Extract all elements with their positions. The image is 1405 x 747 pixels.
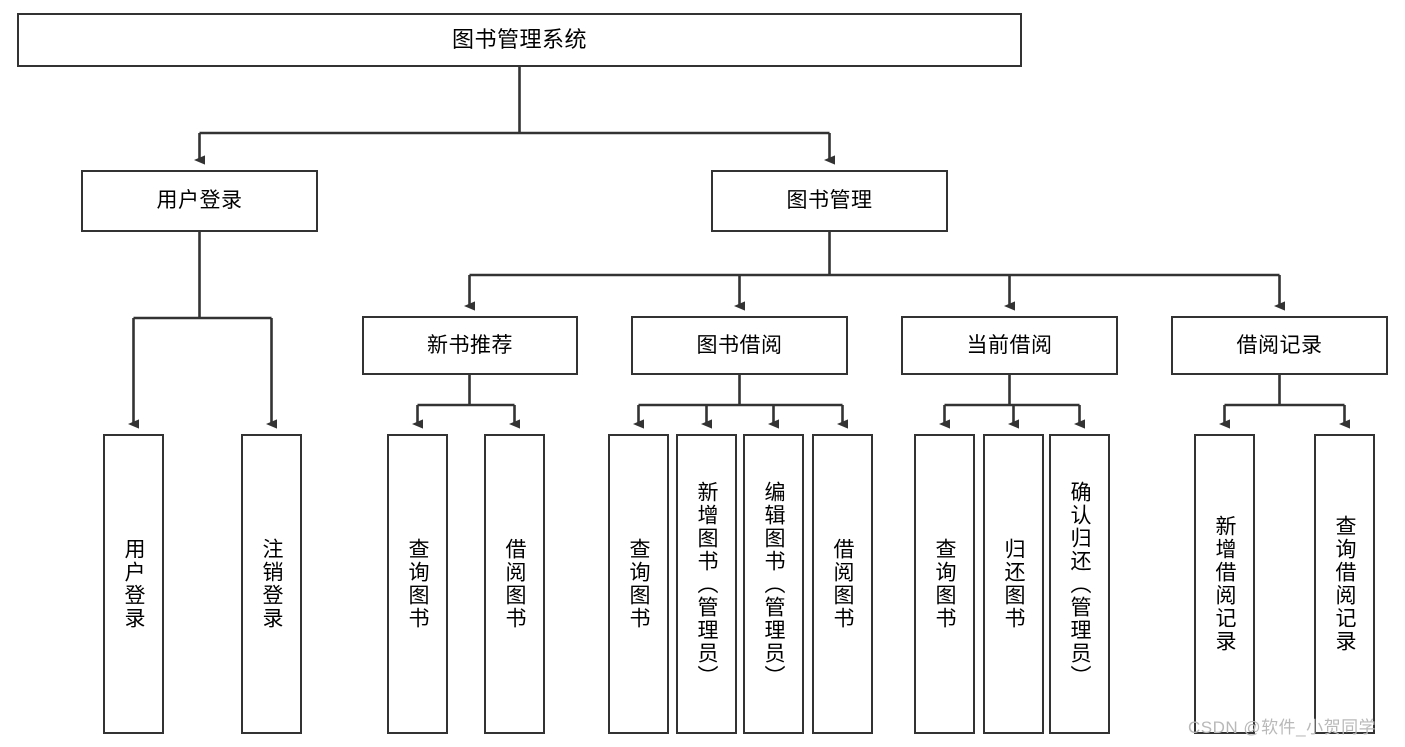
node-leaf-borrow-add[interactable]: 新增图书（管理员）	[676, 434, 737, 734]
watermark-text: CSDN @软件_小贺同学	[1188, 718, 1377, 737]
node-leaf-cur-confirm-label: 确认归还（管理员）	[1068, 480, 1091, 688]
node-new-book-rec[interactable]: 新书推荐	[362, 316, 578, 375]
node-leaf-user-logout-label: 注销登录	[260, 538, 283, 630]
node-leaf-borrow-add-label: 新增图书（管理员）	[695, 480, 718, 688]
node-leaf-borrow-query-label: 查询图书	[627, 538, 650, 630]
node-borrow-record[interactable]: 借阅记录	[1171, 316, 1388, 375]
node-leaf-rec-borrow[interactable]: 借阅图书	[484, 434, 545, 734]
node-book-borrow[interactable]: 图书借阅	[631, 316, 848, 375]
node-leaf-cur-return-label: 归还图书	[1002, 538, 1025, 630]
node-new-book-rec-label: 新书推荐	[427, 333, 513, 357]
node-leaf-rec-add[interactable]: 新增借阅记录	[1194, 434, 1255, 734]
node-leaf-cur-return[interactable]: 归还图书	[983, 434, 1044, 734]
node-leaf-rec-add-label: 新增借阅记录	[1213, 515, 1236, 653]
node-leaf-borrow-lend-label: 借阅图书	[831, 538, 854, 630]
node-leaf-user-login-label: 用户登录	[122, 538, 145, 630]
node-leaf-borrow-edit-label: 编辑图书（管理员）	[762, 480, 785, 688]
node-leaf-rec-borrow-label: 借阅图书	[503, 538, 526, 630]
node-leaf-rec-query-label: 查询图书	[406, 538, 429, 630]
node-leaf-rec-search-label: 查询借阅记录	[1333, 515, 1356, 653]
node-user-login[interactable]: 用户登录	[81, 170, 318, 232]
node-leaf-cur-confirm[interactable]: 确认归还（管理员）	[1049, 434, 1110, 734]
node-borrow-record-label: 借阅记录	[1236, 333, 1323, 357]
node-leaf-borrow-query[interactable]: 查询图书	[608, 434, 669, 734]
node-book-manage[interactable]: 图书管理	[711, 170, 948, 232]
node-leaf-user-logout[interactable]: 注销登录	[241, 434, 302, 734]
node-leaf-rec-search[interactable]: 查询借阅记录	[1314, 434, 1375, 734]
node-user-login-label: 用户登录	[156, 189, 243, 213]
node-leaf-user-login[interactable]: 用户登录	[103, 434, 164, 734]
node-current-borrow[interactable]: 当前借阅	[901, 316, 1118, 375]
node-leaf-cur-query[interactable]: 查询图书	[914, 434, 975, 734]
node-root-label: 图书管理系统	[451, 26, 587, 52]
node-current-borrow-label: 当前借阅	[966, 333, 1053, 357]
node-leaf-borrow-edit[interactable]: 编辑图书（管理员）	[743, 434, 804, 734]
node-leaf-rec-query[interactable]: 查询图书	[387, 434, 448, 734]
node-book-borrow-label: 图书借阅	[696, 333, 783, 357]
node-leaf-cur-query-label: 查询图书	[933, 538, 956, 630]
node-leaf-borrow-lend[interactable]: 借阅图书	[812, 434, 873, 734]
node-book-manage-label: 图书管理	[786, 189, 873, 213]
node-root[interactable]: 图书管理系统	[17, 13, 1022, 67]
